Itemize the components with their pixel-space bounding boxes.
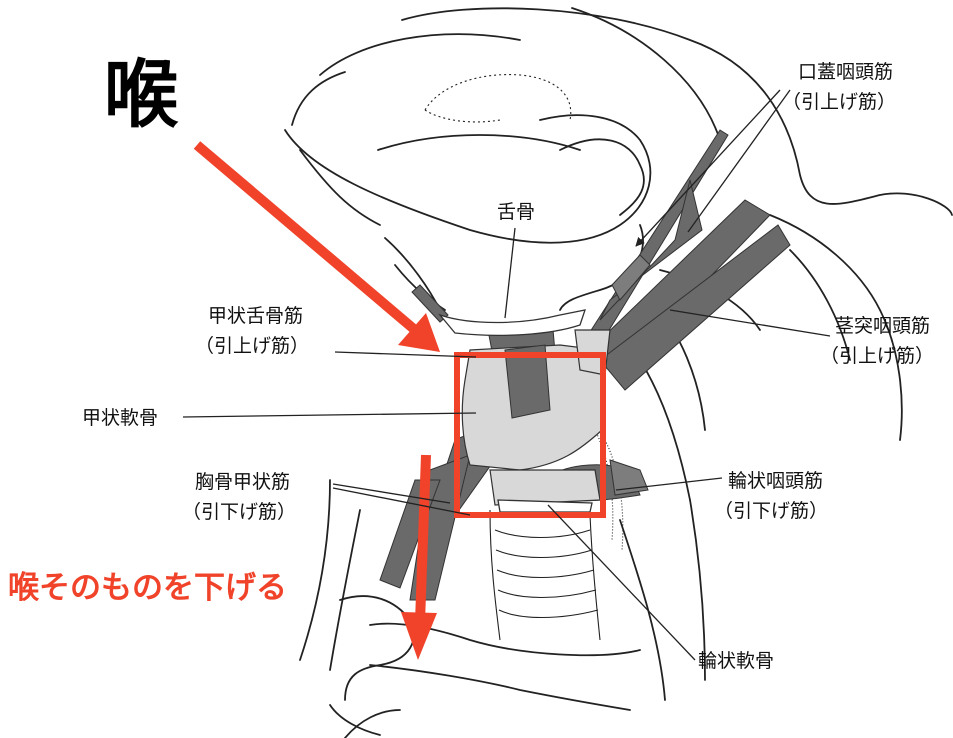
caption-lower-larynx: 喉そのものを下げる xyxy=(8,570,287,606)
label-hyoid: 舌骨 xyxy=(497,201,535,223)
larynx-title: 喉 xyxy=(104,52,179,138)
label-sternothyroid: 胸骨甲状筋 xyxy=(195,471,290,493)
label-palatopharyngeus-sub: （引上げ筋） xyxy=(782,91,896,113)
label-cricopharyngeus: 輪状咽頭筋 xyxy=(728,470,823,492)
label-palatopharyngeus: 口蓋咽頭筋 xyxy=(798,61,893,83)
label-stylopharyngeus: 茎突咽頭筋 xyxy=(835,315,930,337)
label-thyrohyoid-sub: （引上げ筋） xyxy=(195,335,309,357)
label-thyroid-cartilage: 甲状軟骨 xyxy=(82,407,158,429)
hyoid-bone xyxy=(440,310,585,335)
label-sternothyroid-sub: （引下げ筋） xyxy=(182,501,296,523)
label-thyrohyoid: 甲状舌骨筋 xyxy=(208,305,303,327)
label-cricoid-cartilage: 輪状軟骨 xyxy=(698,650,774,672)
label-stylopharyngeus-sub: （引上げ筋） xyxy=(820,345,934,367)
label-cricopharyngeus-sub: （引下げ筋） xyxy=(714,500,828,522)
